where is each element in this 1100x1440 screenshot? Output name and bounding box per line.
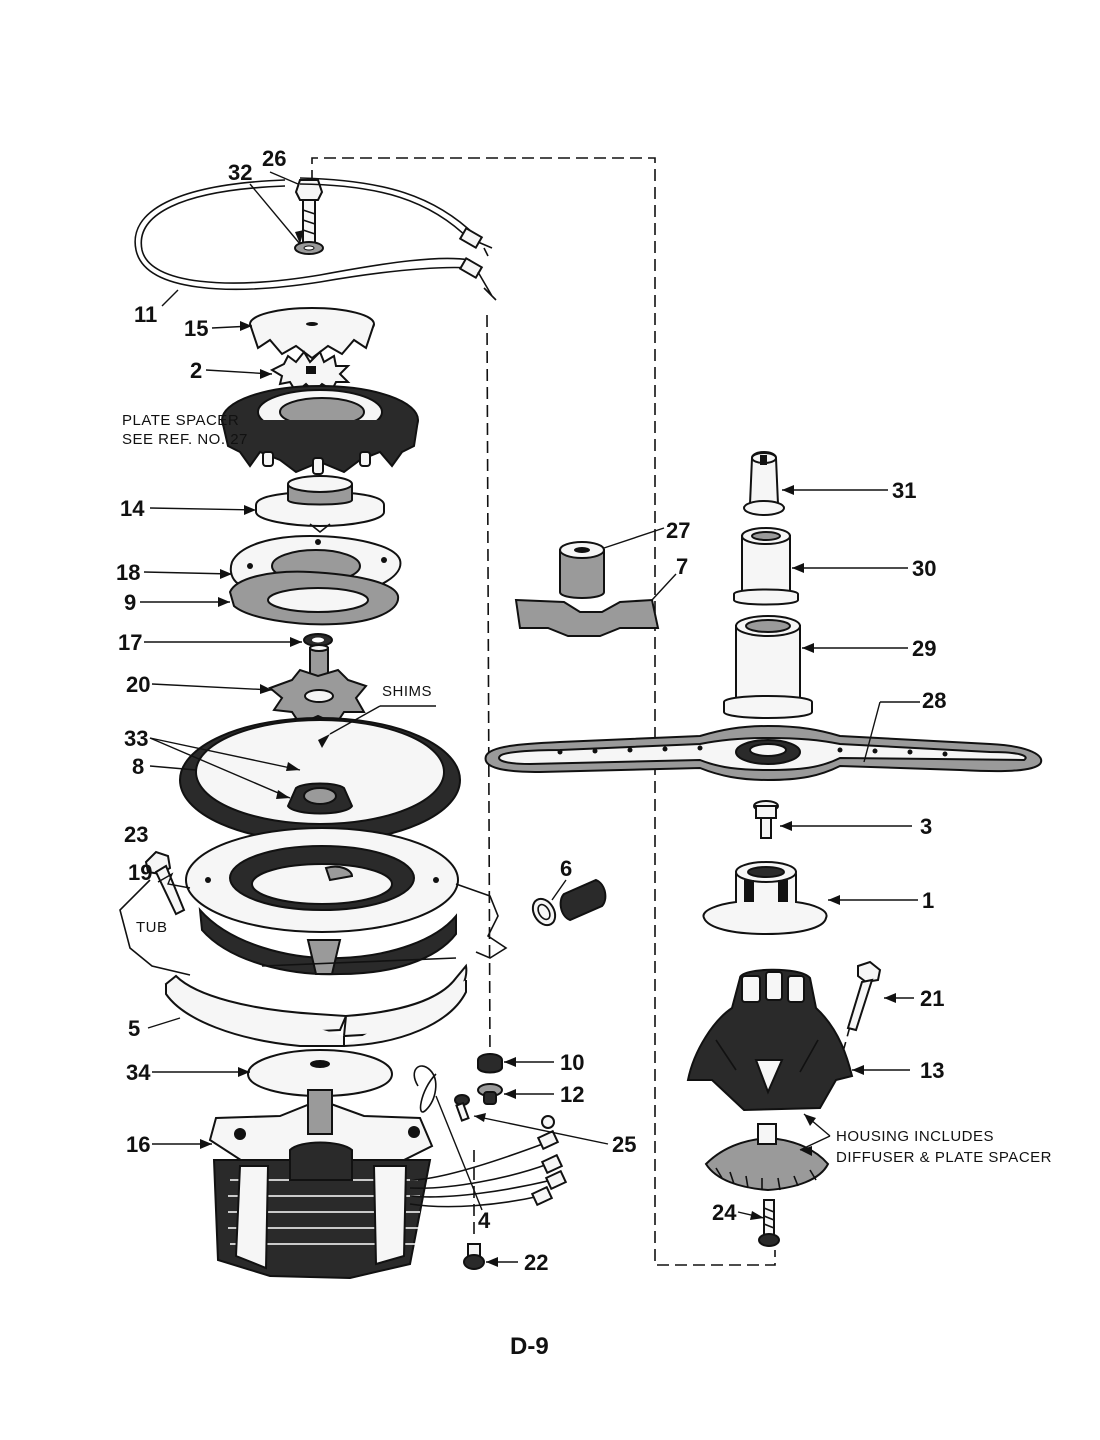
callout-30: 30 (912, 556, 936, 581)
plate-spacer-note-line2: SEE REF. NO. 27 (122, 431, 248, 448)
tube-29 (723, 615, 813, 719)
wire-clip-4 (413, 1065, 437, 1113)
callout-22: 22 (524, 1250, 548, 1275)
washer-32 (294, 241, 324, 255)
arrowheads (200, 230, 896, 1267)
impeller-20 (268, 644, 368, 726)
gasket-9 (228, 570, 400, 626)
bracket-7 (514, 598, 660, 637)
callout-9: 9 (124, 590, 136, 615)
callout-1: 1 (922, 888, 934, 913)
diffuser (704, 1123, 830, 1192)
page-code: D-9 (510, 1333, 549, 1360)
cover-15 (249, 307, 375, 360)
callout-4: 4 (478, 1208, 491, 1233)
callout-2: 2 (190, 358, 202, 383)
shims-note: SHIMS (382, 683, 432, 700)
plate-spacer (221, 385, 419, 475)
leader-lines (140, 171, 920, 1263)
wire-harness (409, 1115, 568, 1208)
callout-27: 27 (666, 518, 690, 543)
bolt-21 (846, 960, 882, 1032)
callout-20: 20 (126, 672, 150, 697)
callout-24: 24 (712, 1200, 737, 1225)
callout-34: 34 (126, 1060, 151, 1085)
tub-note: TUB (136, 919, 168, 936)
hub-1 (702, 861, 828, 936)
tube-31 (743, 451, 785, 516)
callout-6: 6 (560, 856, 572, 881)
assembly-guide-lines (311, 157, 861, 1266)
grommet-10 (477, 1053, 503, 1074)
callout-26: 26 (262, 146, 286, 171)
spray-arm-28 (484, 724, 1043, 782)
callout-15: 15 (184, 316, 208, 341)
tube-30 (733, 527, 799, 606)
seal-cap-14 (255, 475, 385, 534)
callout-14: 14 (120, 496, 145, 521)
heater-element-11 (134, 177, 497, 301)
screw-22 (463, 1243, 485, 1270)
callout-16: 16 (126, 1132, 150, 1157)
callout-29: 29 (912, 636, 936, 661)
plate-spacer-note-line1: PLATE SPACER (122, 412, 239, 429)
callout-21: 21 (920, 986, 944, 1011)
callout-32: 32 (228, 160, 252, 185)
callout-23: 23 (124, 822, 148, 847)
spacer-27 (559, 541, 605, 599)
motor-16 (208, 1089, 434, 1280)
pump-base-19 (185, 827, 459, 976)
housing-note-line2: DIFFUSER & PLATE SPACER (836, 1149, 1052, 1166)
screw-25 (454, 1094, 470, 1122)
callout-3: 3 (920, 814, 932, 839)
callout-17: 17 (118, 630, 142, 655)
callout-11: 11 (134, 302, 157, 327)
seal-ring-8 (179, 717, 461, 843)
callout-12: 12 (560, 1082, 584, 1107)
callout-18: 18 (116, 560, 140, 585)
callout-25: 25 (612, 1132, 636, 1157)
hose-clamp-6 (531, 878, 607, 927)
callout-7: 7 (676, 554, 688, 579)
housing-13 (686, 968, 854, 1112)
washer-17 (303, 633, 333, 647)
callout-19: 19 (128, 860, 152, 885)
callout-33: 33 (124, 726, 148, 751)
plug-12 (477, 1083, 503, 1105)
callout-10: 10 (560, 1050, 584, 1075)
callout-5: 5 (128, 1016, 140, 1041)
callout-13: 13 (920, 1058, 944, 1083)
callout-31: 31 (892, 478, 916, 503)
tub-section (119, 879, 508, 976)
screw-24 (758, 1199, 780, 1247)
fastener-3 (753, 800, 779, 839)
disc-34 (246, 1048, 394, 1098)
tub-gasket-5 (164, 963, 468, 1047)
notes: PLATE SPACER SEE REF. NO. 27 SHIMS TUB H… (122, 412, 1052, 1166)
callout-8: 8 (132, 754, 144, 779)
callout-labels: 26 32 11 15 2 14 18 9 17 20 33 8 23 19 5… (116, 146, 946, 1275)
bolt-23 (144, 850, 186, 916)
callout-28: 28 (922, 688, 946, 713)
housing-note-line1: HOUSING INCLUDES (836, 1128, 994, 1145)
